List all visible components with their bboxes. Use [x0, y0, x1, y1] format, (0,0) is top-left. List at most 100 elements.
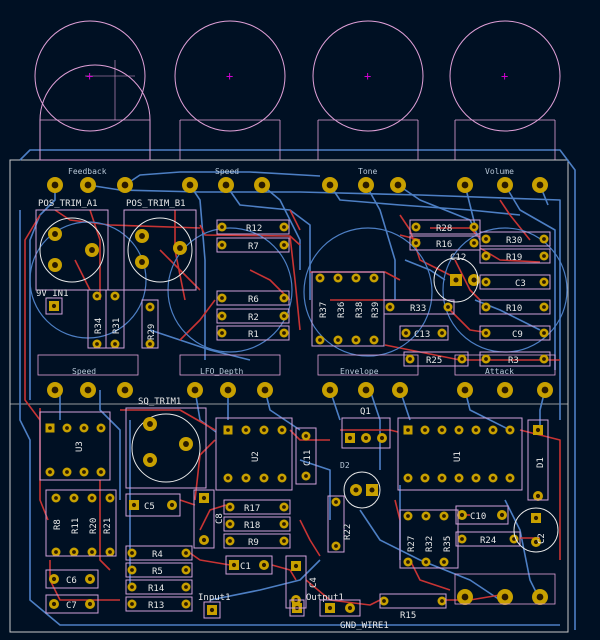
pot-volume[interactable]: + Volume — [449, 20, 561, 176]
back-trace — [209, 559, 321, 601]
diode-pad — [533, 425, 543, 435]
pads-layer — [45, 177, 553, 615]
res-pad — [401, 328, 411, 338]
res-pad — [217, 328, 227, 338]
ic-pad — [241, 473, 251, 483]
pot-label-volume: Volume — [485, 167, 514, 176]
label-r1: R1 — [248, 330, 259, 340]
res-pad — [181, 599, 191, 609]
res-pad — [51, 493, 61, 503]
res-pad — [145, 302, 155, 312]
label-r17: R17 — [244, 504, 260, 514]
pot-pin-pad — [537, 382, 553, 398]
label-r38: R38 — [355, 302, 365, 318]
ic-pad — [471, 473, 481, 483]
q-pad — [377, 433, 387, 443]
label-c7: C7 — [66, 601, 77, 611]
label-r32: R32 — [425, 536, 435, 552]
res-pad — [217, 240, 227, 250]
label-r20: R20 — [89, 518, 99, 534]
label-r31: R31 — [112, 318, 122, 334]
pot-pin-pad — [117, 382, 133, 398]
front-trace — [199, 224, 301, 246]
q-pad — [345, 433, 355, 443]
mid-pot-label-attack: Attack — [485, 367, 514, 376]
ic-pad — [223, 473, 233, 483]
label-r21: R21 — [103, 518, 113, 534]
pot-pin-pad — [457, 177, 473, 193]
cap-pad — [85, 574, 95, 584]
res-pad — [92, 291, 102, 301]
cap-pad — [49, 574, 59, 584]
pot-label-tone: Tone — [358, 167, 377, 176]
back-trace — [124, 171, 321, 186]
d2-pad — [366, 484, 378, 496]
res-pad — [69, 547, 79, 557]
label-r15: R15 — [400, 611, 416, 621]
res-pad — [369, 335, 379, 345]
crosshair-icon: + — [226, 69, 233, 83]
ic-pad — [277, 473, 287, 483]
pot-speed[interactable]: + Speed — [174, 20, 286, 176]
pot-pin-pad — [47, 177, 63, 193]
front-trace — [409, 559, 451, 591]
label-r18: R18 — [244, 521, 260, 531]
back-trace — [299, 459, 331, 520]
label-input1: Input1 — [198, 593, 231, 603]
res-pad — [217, 293, 227, 303]
label-pos-trim-b1: POS_TRIM_B1 — [126, 199, 186, 209]
back-trace — [329, 184, 521, 216]
pot-feedback[interactable]: + Feedback — [34, 20, 151, 176]
res-pad — [351, 335, 361, 345]
pot-pin-pad — [390, 177, 406, 193]
cap-pad — [291, 561, 301, 571]
res-pad — [437, 596, 447, 606]
front-trace — [49, 560, 120, 601]
conn-pad — [325, 603, 335, 613]
front-trace — [74, 259, 91, 291]
label-r2: R2 — [248, 313, 259, 323]
label-c8: C8 — [215, 513, 225, 524]
res-pad — [333, 273, 343, 283]
pot-pin-pad — [392, 382, 408, 398]
pot-tone[interactable]: + Tone — [312, 20, 424, 176]
label-pos-trim-a1: POS_TRIM_A1 — [38, 199, 98, 209]
top-pot-row: + Feedback + Speed + Tone + Volume — [34, 20, 561, 176]
pot-pin-pad — [80, 382, 96, 398]
label-c13: C13 — [414, 330, 430, 340]
ic-pad — [62, 467, 72, 477]
res-pad — [279, 328, 289, 338]
mid-pot-label-lfo-depth: LFO_Depth — [200, 367, 244, 376]
front-trace — [305, 579, 381, 606]
pot-pin-pad — [532, 177, 548, 193]
res-pad — [87, 547, 97, 557]
ic-pad — [471, 425, 481, 435]
res-pad — [411, 222, 421, 232]
resistor-group-vertical-r37-r39: R37 R36 R38 R39 — [311, 271, 385, 347]
res-pad — [469, 238, 479, 248]
pot-pin-pad — [358, 177, 374, 193]
pot-pin-pad — [80, 177, 96, 193]
label-r27: R27 — [407, 536, 417, 552]
ic-pad — [505, 425, 515, 435]
pot-pin-pad — [497, 382, 513, 398]
ic-pad — [454, 425, 464, 435]
label-r11: R11 — [71, 518, 81, 534]
ic-pad — [488, 473, 498, 483]
trim-pad — [85, 243, 99, 257]
ic-pad — [223, 425, 233, 435]
board-outline — [9, 159, 569, 633]
label-r22: R22 — [343, 524, 353, 540]
pot-pin-pad — [497, 589, 513, 605]
front-trace — [99, 480, 111, 571]
label-r7: R7 — [248, 242, 259, 252]
label-r30: R30 — [506, 236, 522, 246]
res-pad — [279, 502, 289, 512]
res-pad — [437, 328, 447, 338]
label-r33: R33 — [410, 304, 426, 314]
cap-pad — [85, 599, 95, 609]
label-c4: C4 — [309, 577, 319, 588]
conn-pad — [345, 603, 355, 613]
pot-pin-pad — [254, 177, 270, 193]
